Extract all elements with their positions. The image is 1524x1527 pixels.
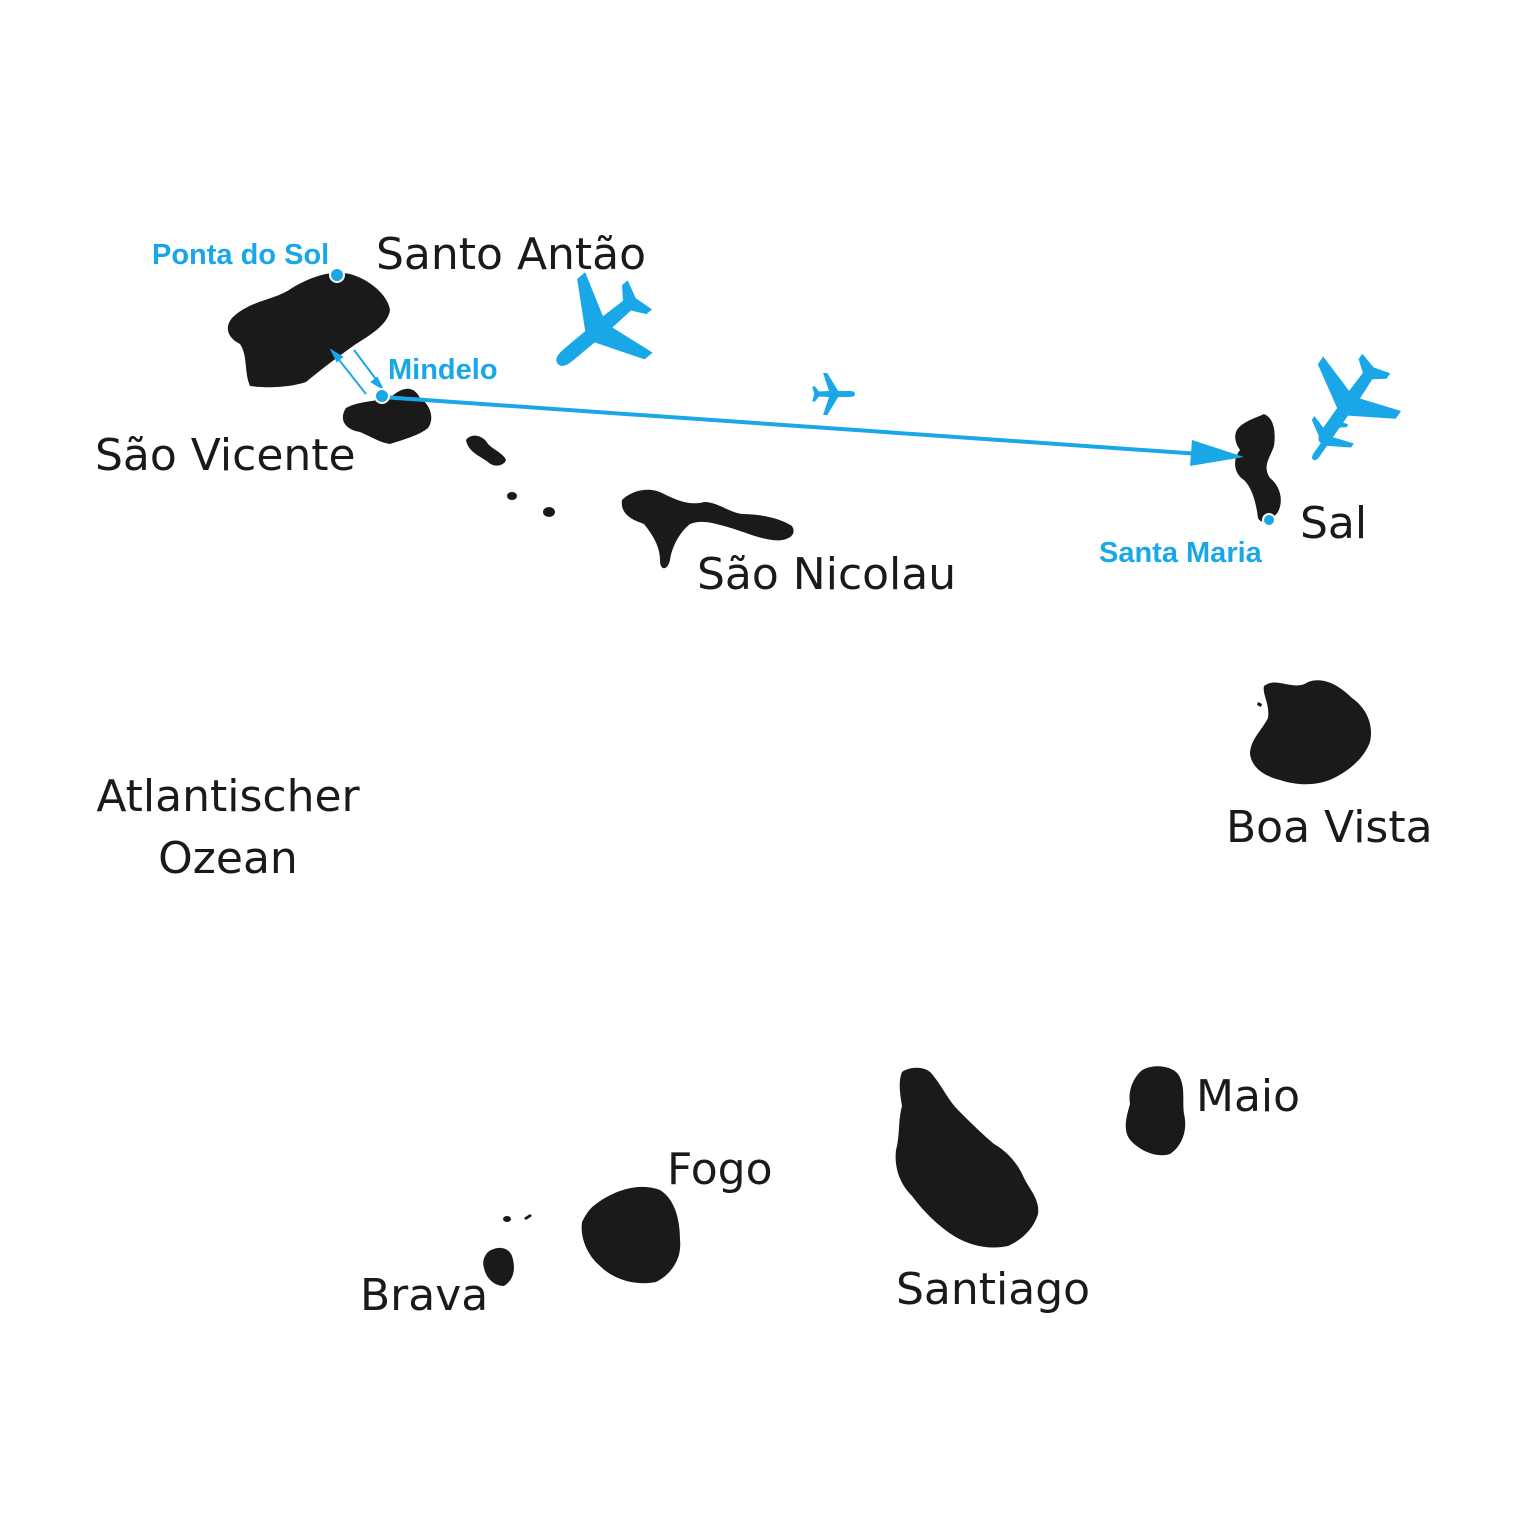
- label-mindelo: Mindelo: [388, 354, 498, 386]
- label-fogo: Fogo: [667, 1144, 773, 1195]
- island-brava[interactable]: [483, 1247, 514, 1286]
- ferry-route-arrows-icon: [329, 348, 385, 395]
- airplane-icon: [1293, 405, 1361, 474]
- island-fogo[interactable]: [581, 1186, 681, 1284]
- island-santa-luzia[interactable]: [466, 435, 506, 466]
- label-maio: Maio: [1196, 1071, 1301, 1122]
- label-sao-nicolau: São Nicolau: [697, 549, 957, 600]
- label-brava: Brava: [360, 1270, 489, 1321]
- airplane-icon: [1281, 336, 1416, 471]
- island-sao-vicente[interactable]: [342, 388, 432, 444]
- islet-raso: [543, 507, 555, 517]
- label-ocean: Atlantischer Ozean: [68, 766, 388, 890]
- label-ocean-line1: Atlantischer: [96, 771, 360, 822]
- island-boa-vista[interactable]: [1250, 680, 1372, 785]
- ponta-do-sol-marker[interactable]: [329, 267, 345, 283]
- label-santo-antao: Santo Antão: [376, 229, 647, 280]
- label-boa-vista: Boa Vista: [1226, 802, 1433, 853]
- island-santiago[interactable]: [895, 1067, 1039, 1248]
- flight-route-arrow-icon: [381, 395, 1244, 466]
- airplane-icon: [812, 373, 855, 415]
- label-ponta-do-sol: Ponta do Sol: [152, 239, 330, 271]
- mindelo-marker[interactable]: [374, 388, 390, 404]
- label-santa-maria: Santa Maria: [1099, 537, 1262, 569]
- islet-secos-2: [524, 1214, 532, 1220]
- label-santiago: Santiago: [896, 1264, 1091, 1315]
- islet-branco: [507, 492, 517, 500]
- islet-secos-1: [503, 1216, 511, 1222]
- label-ocean-line2: Ozean: [158, 833, 298, 884]
- island-sal[interactable]: [1235, 414, 1281, 522]
- label-sao-vicente: São Vicente: [95, 430, 356, 481]
- label-sal: Sal: [1300, 498, 1368, 549]
- island-maio[interactable]: [1125, 1066, 1186, 1156]
- islet-boa-vista: [1257, 702, 1262, 707]
- island-sao-nicolau[interactable]: [621, 489, 794, 569]
- island-santo-antao[interactable]: [227, 272, 390, 388]
- santa-maria-marker[interactable]: [1262, 513, 1276, 527]
